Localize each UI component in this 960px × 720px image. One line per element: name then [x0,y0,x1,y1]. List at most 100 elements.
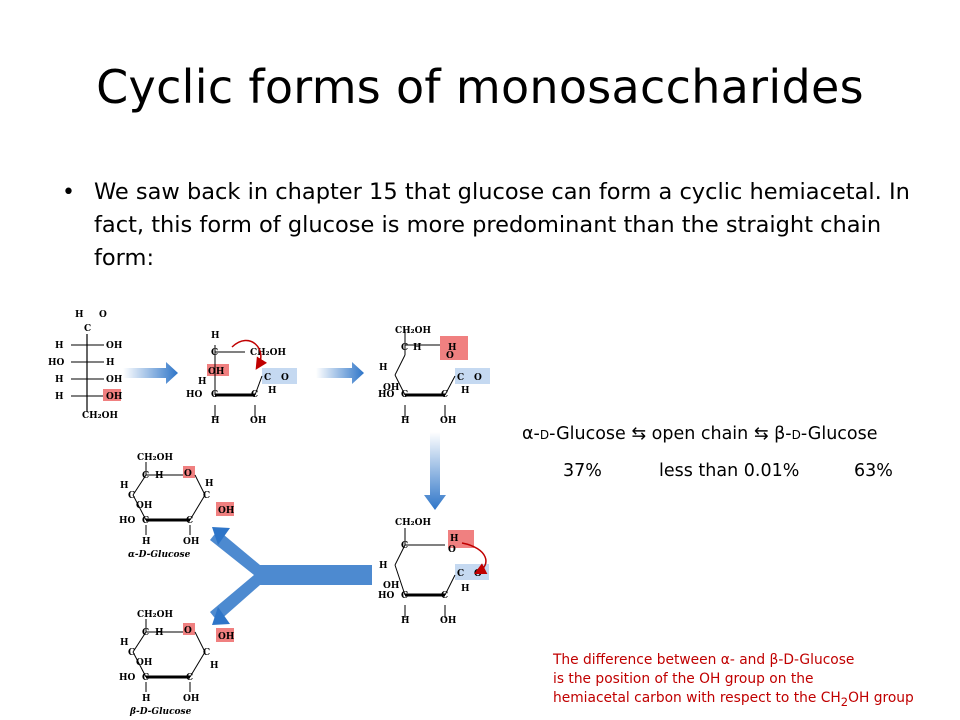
slide-title: Cyclic forms of monosaccharides [96,60,864,114]
beta-glucose-label: β-D-Glucose [129,707,192,717]
svg-text:C: C [84,324,91,334]
svg-text:HO: HO [186,390,203,400]
svg-text:O: O [184,626,192,636]
svg-text:C: C [251,390,258,400]
svg-text:H: H [75,310,84,320]
svg-text:C: C [186,673,193,683]
svg-text:OH: OH [183,537,200,547]
svg-text:C: C [441,591,448,601]
svg-text:HO: HO [48,358,65,368]
svg-text:OH: OH [106,375,123,385]
bullet-item: • We saw back in chapter 15 that glucose… [62,176,942,275]
svg-text:C: C [128,648,135,658]
alpha-glucose-label: α-D-Glucose [128,550,191,560]
svg-text:C: C [128,491,135,501]
svg-text:O: O [99,310,107,320]
note-line-3: hemiacetal carbon with respect to the CH… [553,689,953,712]
svg-text:OH: OH [136,501,153,511]
svg-text:C: C [142,673,149,683]
svg-text:H: H [120,638,129,648]
percent-alpha: 37% [563,461,602,481]
svg-text:H: H [155,628,164,638]
svg-text:H: H [210,661,219,671]
svg-text:C: C [142,471,149,481]
svg-text:H: H [211,416,220,426]
split-arrow [210,527,372,625]
svg-text:OH: OH [208,367,225,377]
svg-text:O: O [474,373,482,383]
svg-text:CH₂OH: CH₂OH [395,518,431,528]
d-letter-1: D [539,428,550,442]
arrow-down [424,432,446,510]
svg-text:H: H [401,616,410,626]
bullet-text: We saw back in chapter 15 that glucose c… [94,179,910,271]
svg-text:H: H [198,377,207,387]
note-subscript: 2 [840,694,849,709]
bullet-dot-icon: • [62,180,75,205]
beta-name: -Glucose [800,424,878,444]
svg-text:OH: OH [383,581,400,591]
percent-beta: 63% [854,461,893,481]
alpha-prefix: α- [522,424,540,444]
note-line-2: is the position of the OH group on the [553,671,814,687]
svg-text:C: C [401,343,408,353]
percent-open-chain: less than 0.01% [659,461,800,481]
note-line-1: The difference between α- and β-D-Glucos… [553,652,855,668]
svg-text:C: C [142,628,149,638]
open-chain-label: open chain [651,424,749,444]
svg-text:CH₂OH: CH₂OH [137,453,173,463]
equilibrium-arrow-icon-2: ⇆ [753,424,769,444]
svg-text:H: H [413,343,422,353]
svg-text:C: C [142,516,149,526]
svg-text:O: O [474,569,482,579]
svg-text:O: O [281,373,289,383]
svg-text:H: H [461,584,470,594]
d-letter-2: D [791,428,801,442]
svg-text:OH: OH [218,506,235,516]
svg-text:H: H [211,331,220,341]
svg-text:C: C [401,390,408,400]
equilibrium-arrow-icon: ⇆ [631,424,647,444]
svg-text:C: C [203,491,210,501]
svg-text:C: C [211,348,218,358]
svg-text:HO: HO [378,390,395,400]
svg-text:C: C [457,569,464,579]
svg-text:OH: OH [218,632,235,642]
svg-text:C: C [401,541,408,551]
svg-text:H: H [268,386,277,396]
svg-text:H: H [401,416,410,426]
svg-text:OH: OH [106,392,123,402]
svg-text:O: O [446,351,454,361]
svg-text:H: H [450,534,459,544]
svg-text:CH₂OH: CH₂OH [395,326,431,336]
svg-text:H: H [379,363,388,373]
svg-text:OH: OH [440,616,457,626]
arrow-right-1 [123,362,178,384]
svg-text:H: H [120,481,129,491]
svg-text:HO: HO [119,673,136,683]
svg-text:C: C [441,390,448,400]
note-line-3a: hemiacetal carbon with respect to the CH [553,690,841,706]
svg-text:C: C [264,373,271,383]
svg-text:H: H [55,375,64,385]
alpha-name: -Glucose [549,424,626,444]
svg-text:C: C [211,390,218,400]
svg-text:H: H [106,358,115,368]
svg-text:C: C [186,516,193,526]
svg-text:OH: OH [383,383,400,393]
svg-text:H: H [142,537,151,547]
svg-text:H: H [448,343,457,353]
svg-text:OH: OH [106,341,123,351]
svg-text:CH₂OH: CH₂OH [137,610,173,620]
difference-note: The difference between α- and β-D-Glucos… [553,651,953,712]
svg-text:O: O [184,469,192,479]
svg-text:OH: OH [136,658,153,668]
svg-text:C: C [401,591,408,601]
equilibrium-equation: α-D-Glucose ⇆ open chain ⇆ β-D-Glucose [522,424,878,444]
